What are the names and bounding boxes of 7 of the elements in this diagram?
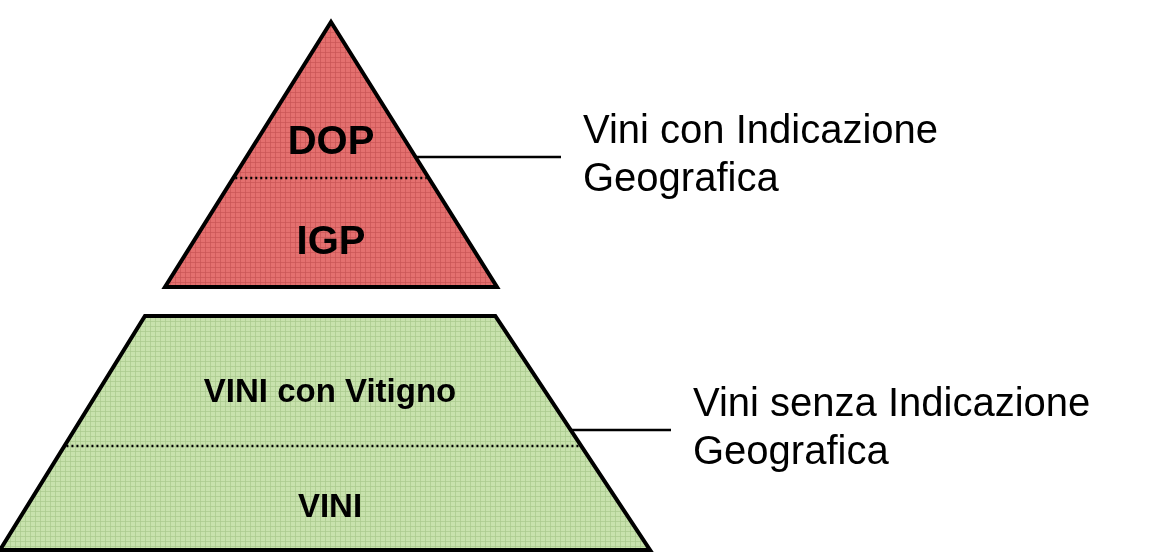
- category-label: Vini senza Indicazione Geografica: [693, 379, 1092, 474]
- tier-label: VINI con Vitigno: [202, 373, 458, 407]
- leader-line: [570, 428, 671, 432]
- tier-label: DOP: [286, 120, 376, 160]
- tier-label: VINI: [296, 488, 364, 522]
- category-label: Vini con Indicazione Geografica: [583, 106, 940, 201]
- tier-label: IGP: [295, 220, 367, 260]
